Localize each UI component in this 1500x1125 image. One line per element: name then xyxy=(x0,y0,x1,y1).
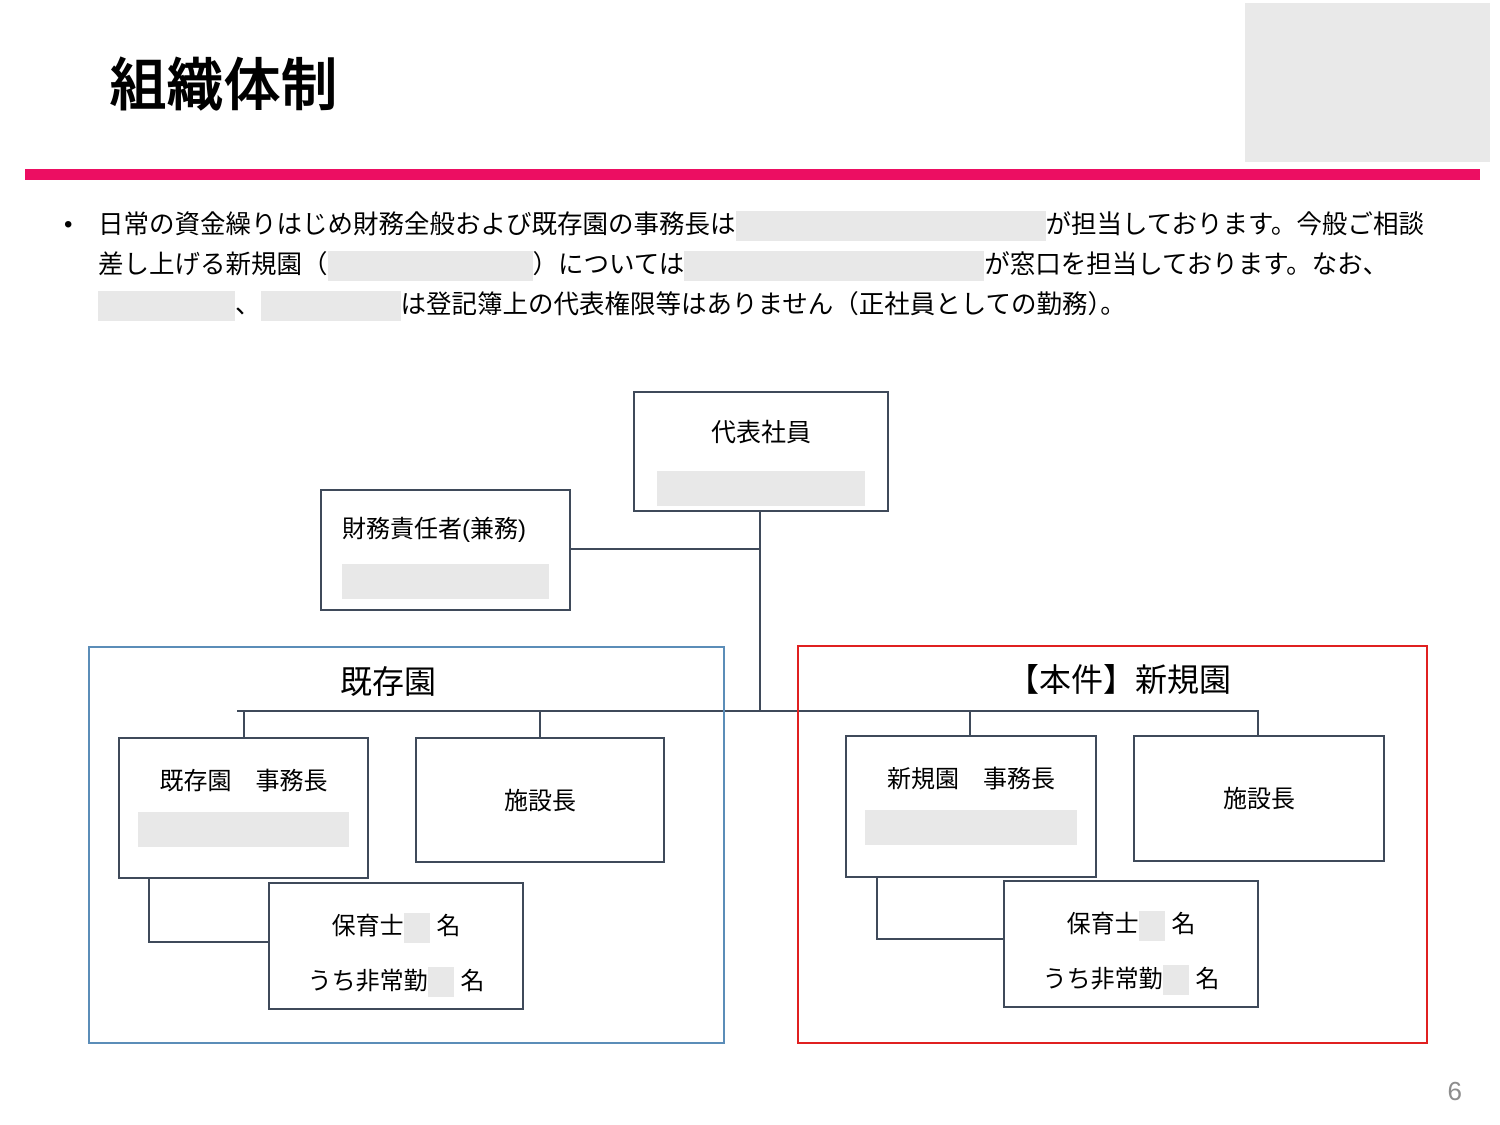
group-title-existing-facility: 既存園 xyxy=(340,664,437,700)
redaction-bar-name3 xyxy=(98,291,235,322)
body-line1-text-a: 日常の資金繰りはじめ財務全般および既存園の事務長は xyxy=(98,211,736,239)
group-frame-new-facility xyxy=(797,645,1428,1044)
bullet-row: • 日常の資金繰りはじめ財務全般および既存園の事務長は が担当しております。今般ご… xyxy=(58,205,1448,325)
redaction-bar-new-staff-count xyxy=(1138,910,1165,941)
body-line2-text-b: ）については xyxy=(532,251,685,279)
node-representative-member[interactable]: 代表社員 xyxy=(633,391,889,512)
body-text: 日常の資金繰りはじめ財務全般および既存園の事務長は が担当しております。今般ご相談… xyxy=(98,205,1448,325)
redaction-bar-facility-name xyxy=(327,251,533,282)
connector-existing-admin-to-staff-h xyxy=(148,941,270,943)
connector-new-admin-to-staff-v xyxy=(876,877,878,940)
body-line1-text-b: が担当しております。今般ご xyxy=(1045,211,1373,239)
connector-drop-new-admin xyxy=(969,710,971,736)
node-representative-member-label: 代表社員 xyxy=(710,419,811,447)
node-existing-staff-line1-suffix: 名 xyxy=(436,913,461,940)
node-existing-staff-line2-suffix: 名 xyxy=(460,967,485,995)
node-new-facility-head[interactable]: 施設長 xyxy=(1133,735,1385,862)
connector-drop-new-facility xyxy=(1257,710,1259,736)
redaction-bar-name1 xyxy=(735,211,1046,242)
connector-ceo-trunk xyxy=(759,512,761,712)
node-existing-staff-line2: うち非常勤 名 xyxy=(270,961,522,998)
node-new-staff-line2-suffix: 名 xyxy=(1195,965,1220,993)
node-new-admin-director[interactable]: 新規園 事務長 xyxy=(845,735,1097,878)
node-existing-admin-director[interactable]: 既存園 事務長 xyxy=(118,737,369,879)
node-new-staff-line1-prefix: 保育士 xyxy=(1066,911,1139,938)
node-existing-admin-director-label: 既存園 事務長 xyxy=(159,768,328,795)
group-title-new-facility: 【本件】新規園 xyxy=(1007,662,1232,698)
node-existing-staff-line1-prefix: 保育士 xyxy=(331,913,404,940)
page-title: 組織体制 xyxy=(110,54,338,117)
body-line3-text-b: 、 xyxy=(235,291,261,319)
redaction-bar-existing-admin-director-name xyxy=(138,812,349,847)
node-existing-childcare-staff[interactable]: 保育士 名 うち非常勤 名 xyxy=(268,882,524,1010)
page-number: 6 xyxy=(1447,1076,1462,1106)
redaction-bar-representative-member-name xyxy=(657,471,865,506)
node-existing-staff-line2-prefix: うち非常勤 xyxy=(307,967,428,995)
node-new-staff-line2: うち非常勤 名 xyxy=(1005,959,1257,996)
node-existing-staff-line1: 保育士 名 xyxy=(270,906,522,943)
body-line3-text-a: なお、 xyxy=(1311,251,1389,279)
node-existing-facility-head[interactable]: 施設長 xyxy=(415,737,665,863)
body-line3-text-c: は登記簿上の代表権限等はありません（正社員としての勤務）。 xyxy=(400,291,1126,319)
redaction-bar-existing-parttime-count xyxy=(427,967,454,998)
connector-finance-branch xyxy=(570,548,761,550)
connector-drop-existing-facility xyxy=(539,710,541,738)
redaction-bar-new-parttime-count xyxy=(1162,965,1189,996)
redaction-bar-new-admin-director-name xyxy=(865,810,1077,845)
body-line2-text-c: が窓口を担当しております。 xyxy=(984,251,1312,279)
connector-drop-existing-admin xyxy=(243,710,245,738)
title-underline-rule xyxy=(25,169,1480,180)
node-new-staff-line1-suffix: 名 xyxy=(1171,911,1196,938)
node-existing-facility-head-label: 施設長 xyxy=(504,788,576,815)
redaction-bar-existing-staff-count xyxy=(403,912,430,943)
node-new-facility-head-label: 施設長 xyxy=(1223,786,1295,813)
body-line2-text-a: 相談差し上げる新規園（ xyxy=(98,211,1424,279)
redaction-bar-finance-manager-name xyxy=(342,564,549,599)
node-new-childcare-staff[interactable]: 保育士 名 うち非常勤 名 xyxy=(1003,880,1259,1008)
node-new-staff-line2-prefix: うち非常勤 xyxy=(1042,965,1163,993)
redaction-bar-name2 xyxy=(684,251,985,282)
logo-placeholder xyxy=(1245,3,1490,162)
bullet-marker: • xyxy=(64,211,73,238)
body-paragraph-block: • 日常の資金繰りはじめ財務全般および既存園の事務長は が担当しております。今般ご… xyxy=(58,205,1448,325)
group-frame-existing-facility xyxy=(88,646,725,1044)
node-new-staff-line1: 保育士 名 xyxy=(1005,904,1257,941)
node-new-admin-director-label: 新規園 事務長 xyxy=(887,766,1055,793)
connector-new-admin-to-staff-h xyxy=(876,938,1005,940)
node-finance-manager[interactable]: 財務責任者(兼務) xyxy=(320,489,571,611)
redaction-bar-name4 xyxy=(260,291,401,322)
connector-main-bus xyxy=(237,710,1259,712)
connector-existing-admin-to-staff-v xyxy=(148,878,150,943)
node-finance-manager-label: 財務責任者(兼務) xyxy=(342,516,526,543)
